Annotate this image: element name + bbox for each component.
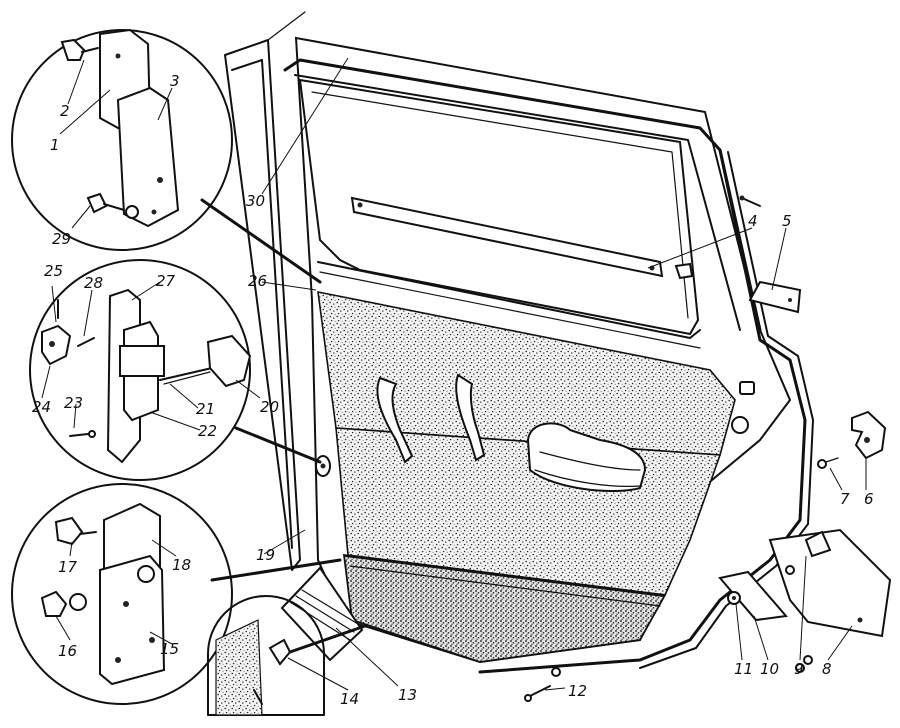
callout-27: 27 xyxy=(156,272,176,290)
connector-lock xyxy=(234,426,322,464)
callout-19: 19 xyxy=(256,546,275,564)
window-sill xyxy=(317,261,701,339)
callout-22: 22 xyxy=(198,422,217,440)
lower-right-parts xyxy=(718,528,892,673)
callout-13: 13 xyxy=(398,686,417,704)
window-channel-strip xyxy=(350,196,664,278)
upper-trim-panel xyxy=(317,290,736,456)
detail-clip xyxy=(207,595,325,716)
body-opening-top xyxy=(267,11,306,41)
leader-lines xyxy=(41,57,867,691)
detail-hinge-upper xyxy=(11,28,233,251)
detail-lock xyxy=(29,259,252,481)
body-pillar xyxy=(224,39,301,571)
callout-17: 17 xyxy=(58,558,78,576)
callout-16: 16 xyxy=(58,642,77,660)
callout-28: 28 xyxy=(84,274,103,292)
callout-2: 2 xyxy=(60,102,70,120)
callout-29: 29 xyxy=(52,230,71,248)
connector-lower xyxy=(210,558,342,582)
callout-8: 8 xyxy=(822,660,832,678)
screw-12 xyxy=(524,667,561,702)
door-assembly xyxy=(224,11,814,674)
callout-24: 24 xyxy=(32,398,51,416)
callout-7: 7 xyxy=(840,490,850,508)
connector-upper xyxy=(200,198,322,284)
callout-25: 25 xyxy=(44,262,63,280)
callout-5: 5 xyxy=(782,212,792,230)
check-strap xyxy=(739,195,802,314)
trim-bracket-8 xyxy=(768,528,892,638)
armrest xyxy=(526,422,647,492)
callout-1: 1 xyxy=(50,136,60,154)
callout-4: 4 xyxy=(748,212,758,230)
callout-10: 10 xyxy=(760,660,779,678)
callout-21: 21 xyxy=(196,400,215,418)
callout-18: 18 xyxy=(172,556,191,574)
callout-6: 6 xyxy=(864,490,874,508)
callout-26: 26 xyxy=(248,272,267,290)
callout-3: 3 xyxy=(170,72,180,90)
seal-clip xyxy=(817,410,887,469)
callout-labels: 2 1 3 29 30 4 5 25 28 27 26 24 23 21 22 … xyxy=(32,72,874,708)
kick-panel xyxy=(342,553,667,663)
drain-plate-10 xyxy=(718,570,788,622)
callout-14: 14 xyxy=(340,690,359,708)
callout-23: 23 xyxy=(64,394,83,412)
callout-30: 30 xyxy=(246,192,265,210)
lock-knob xyxy=(739,381,755,395)
callout-15: 15 xyxy=(160,640,179,658)
connector-clip xyxy=(288,624,367,654)
window-glass xyxy=(298,78,700,336)
callout-12: 12 xyxy=(568,682,587,700)
callout-11: 11 xyxy=(734,660,753,678)
callout-9: 9 xyxy=(794,660,804,678)
door-lock-cylinder xyxy=(731,416,749,434)
callout-20: 20 xyxy=(260,398,279,416)
detail-hinge-lower xyxy=(11,483,233,705)
window-crank-handle xyxy=(376,376,414,464)
inner-door-handle xyxy=(455,373,486,462)
seal-retainer-9 xyxy=(804,530,832,558)
